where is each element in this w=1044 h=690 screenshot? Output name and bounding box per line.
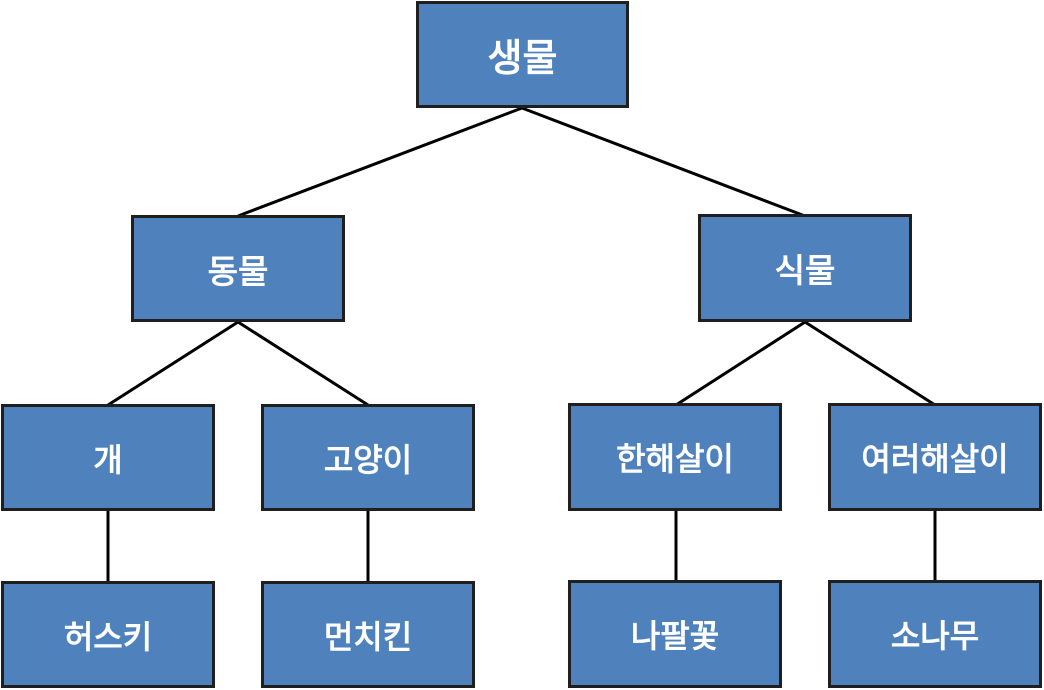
node-animal-label: 동물 <box>207 251 269 291</box>
edge-root-animal <box>237 106 523 218</box>
node-pine: 소나무 <box>828 580 1042 688</box>
node-pine-label: 소나무 <box>890 617 980 655</box>
node-cat-label: 고양이 <box>323 440 413 479</box>
edge-plant-annual <box>675 320 806 407</box>
node-plant-label: 식물 <box>774 251 836 290</box>
node-root-label: 생물 <box>487 36 558 80</box>
node-dog: 개 <box>1 404 215 511</box>
node-annual: 한해살이 <box>568 403 782 511</box>
node-animal: 동물 <box>131 215 345 322</box>
node-root: 생물 <box>416 1 629 108</box>
edge-animal-cat <box>237 320 369 407</box>
node-munchkin-label: 먼치킨 <box>323 617 413 656</box>
node-annual-label: 한해살이 <box>616 440 734 478</box>
node-morning-glory: 나팔꽃 <box>568 580 782 688</box>
node-husky: 허스키 <box>1 581 215 688</box>
node-perennial: 여러해살이 <box>828 403 1042 511</box>
node-morning-glory-label: 나팔꽃 <box>630 617 720 655</box>
node-cat: 고양이 <box>261 404 475 511</box>
node-husky-label: 허스키 <box>63 617 153 656</box>
node-munchkin: 먼치킨 <box>261 581 475 688</box>
node-dog-label: 개 <box>93 440 123 479</box>
edge-root-plant <box>521 106 806 218</box>
edge-animal-dog <box>107 320 239 407</box>
edge-plant-perennial <box>804 320 936 407</box>
node-plant: 식물 <box>698 214 912 322</box>
node-perennial-label: 여러해살이 <box>861 440 1009 478</box>
